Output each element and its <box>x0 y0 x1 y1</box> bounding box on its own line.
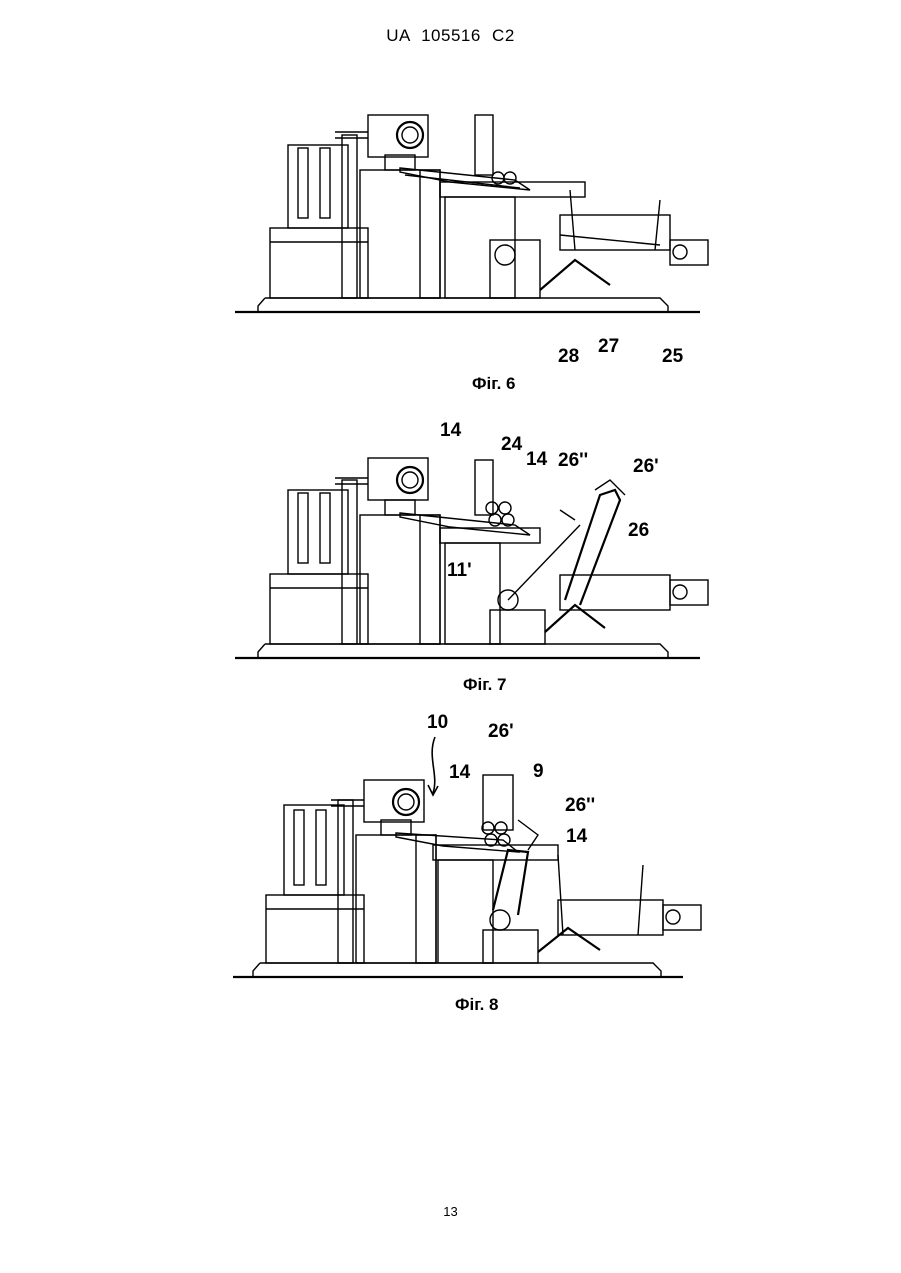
figure-6-caption: Фіг. 6 <box>472 374 516 394</box>
figure-6-label-25: 25 <box>662 346 683 368</box>
figure-8-label-9: 9 <box>533 761 544 783</box>
figure-7-label-14-left: 14 <box>440 420 461 442</box>
figure-6-drawing <box>230 100 730 330</box>
figure-7-label-14-right: 14 <box>526 449 547 471</box>
figure-8-arrow-icon <box>425 735 445 800</box>
figure-8-caption: Фіг. 8 <box>455 995 499 1015</box>
figure-8-label-14-right: 14 <box>566 826 587 848</box>
figure-6-label-28: 28 <box>558 346 579 368</box>
figure-7-caption: Фіг. 7 <box>463 675 507 695</box>
figure-8-label-26-prime: 26' <box>488 721 514 743</box>
figure-7-label-26-prime: 26' <box>633 456 659 478</box>
figure-7-label-11-prime: 11' <box>447 560 472 582</box>
figure-6-label-27: 27 <box>598 336 619 358</box>
figure-7-label-24: 24 <box>501 434 522 456</box>
figure-7-label-26: 26 <box>628 520 649 542</box>
figure-8-label-14-left: 14 <box>449 762 470 784</box>
figure-8-label-26-double-prime: 26'' <box>565 795 595 817</box>
figure-8-label-10: 10 <box>427 712 448 734</box>
page-number: 13 <box>0 1204 901 1219</box>
figure-7-label-26-double-prime: 26'' <box>558 450 588 472</box>
figure-8-drawing <box>228 760 718 985</box>
document-header: UA 105516 C2 <box>0 26 901 46</box>
